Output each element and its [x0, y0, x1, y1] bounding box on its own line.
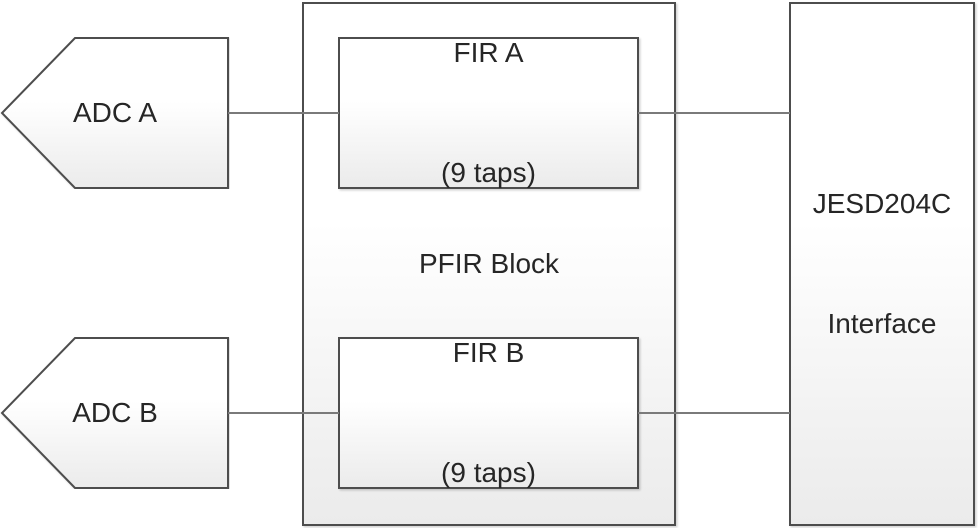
adc-b-arrow: ADC B: [0, 337, 230, 489]
jesd204c-interface-label: JESD204C Interface: [813, 104, 952, 424]
adc-b-arrow-shape: [0, 337, 229, 489]
fir-b-label-line1: FIR B: [452, 337, 525, 368]
adc-a-arrow-shape: [0, 37, 229, 189]
fir-b-label-line2: (9 taps): [441, 457, 536, 488]
fir-b-label: FIR B (9 taps): [441, 253, 536, 528]
connector-fir-a-to-jesd: [638, 112, 790, 114]
fir-a-label-line2: (9 taps): [441, 157, 536, 188]
jesd204c-interface-box: JESD204C Interface: [789, 2, 975, 526]
connector-adc-b-to-fir-b: [228, 412, 339, 414]
connector-fir-b-to-jesd: [638, 412, 790, 414]
fir-b-box: FIR B (9 taps): [338, 337, 639, 489]
adc-a-arrow: ADC A: [0, 37, 230, 189]
fir-a-box: FIR A (9 taps): [338, 37, 639, 189]
adc-b-label: ADC B: [72, 397, 158, 428]
fir-a-label: FIR A (9 taps): [441, 0, 536, 273]
adc-a-label: ADC A: [72, 97, 158, 128]
fir-a-label-line1: FIR A: [453, 37, 524, 68]
pfir-block-label: PFIR Block: [418, 248, 560, 279]
jesd204c-label-line1: JESD204C: [812, 188, 952, 219]
connector-adc-a-to-fir-a: [228, 112, 339, 114]
jesd204c-label-line2: Interface: [827, 308, 937, 339]
